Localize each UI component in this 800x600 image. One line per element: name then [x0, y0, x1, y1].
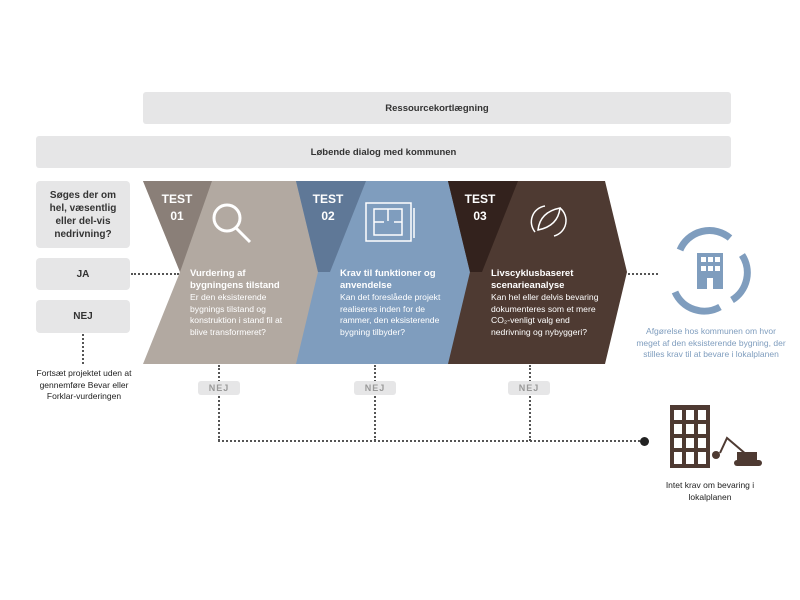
test1-badge: TEST 01 — [152, 191, 202, 225]
test2-chevron — [296, 181, 474, 364]
test-label: TEST — [312, 192, 344, 206]
test-number: 01 — [170, 209, 184, 223]
test1-question: Er den eksisterende bygnings tilstand og… — [190, 292, 283, 337]
test2-no-line — [374, 365, 376, 441]
test1-no-line — [218, 365, 220, 441]
no-path-line — [218, 440, 644, 442]
blueprint-icon — [365, 202, 415, 242]
test3-no-label: NEJ — [508, 381, 550, 395]
test-number: 02 — [321, 209, 335, 223]
test3-title: Livscyklusbaseret scenarieanalyse — [491, 268, 574, 291]
test1-chevron — [143, 181, 322, 364]
outcome-no-text: Intet krav om bevaring i lokalplanen — [665, 480, 755, 502]
no-path-end-dot — [640, 437, 649, 446]
recycle-building-icon — [671, 227, 751, 315]
demolition-building-icon — [670, 405, 762, 468]
test1-no-label: NEJ — [198, 381, 240, 395]
no-note: Fortsæt projektet uden at gennemføre Bev… — [36, 368, 132, 401]
magnifier-icon — [212, 203, 252, 244]
test2-badge: TEST 02 — [303, 191, 353, 225]
test2-question: Kan det foreslåede projekt realiseres in… — [340, 292, 441, 337]
test3-question: Kan hel eller delvis bevaring dokumenter… — [491, 292, 599, 337]
outcome-connector — [628, 273, 658, 275]
demolition-question: Søges der om hel, væsentlig eller del-vi… — [36, 181, 130, 248]
no-connector — [82, 334, 84, 364]
yes-connector — [131, 273, 179, 275]
test3-badge: TEST 03 — [455, 191, 505, 225]
test2-no-label: NEJ — [354, 381, 396, 395]
resource-mapping-bar: Ressourcekortlægning — [143, 92, 731, 124]
outcome-yes-text: Afgørelse hos kommunen om hvor meget af … — [636, 326, 786, 359]
municipality-dialog-bar: Løbende dialog med kommunen — [36, 136, 731, 168]
yes-box: JA — [36, 258, 130, 290]
test3-no-line — [529, 365, 531, 441]
leaf-cycle-icon — [530, 205, 567, 237]
test-label: TEST — [464, 192, 496, 206]
test3-chevron — [448, 181, 627, 364]
test-label: TEST — [161, 192, 193, 206]
no-box: NEJ — [36, 300, 130, 333]
test1-title: Vurdering af bygningens tilstand — [190, 268, 280, 291]
test2-title: Krav til funktioner og anvendelse — [340, 268, 436, 291]
test-number: 03 — [473, 209, 487, 223]
